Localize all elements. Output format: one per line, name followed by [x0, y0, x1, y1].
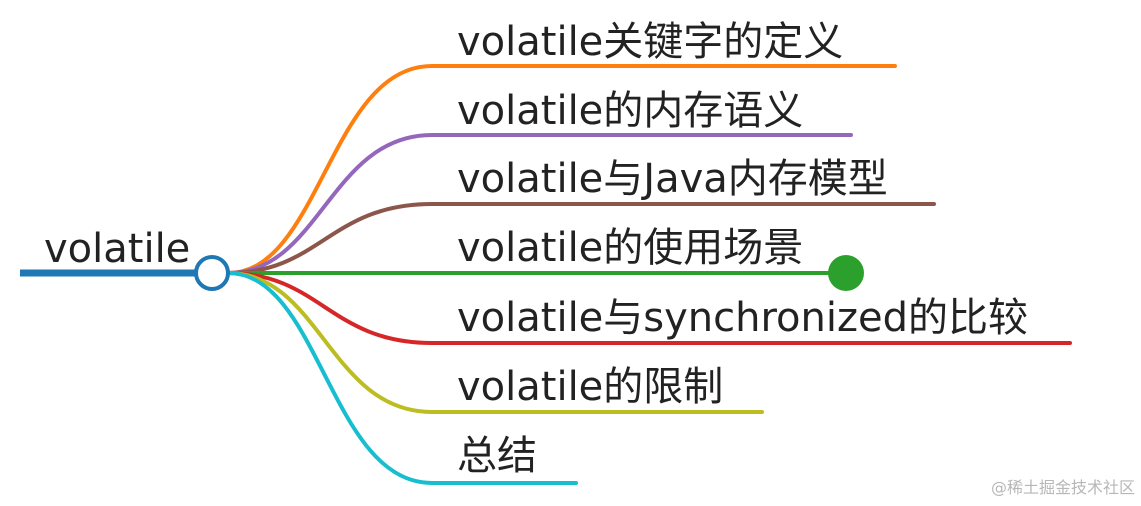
branch-label-limitations[interactable]: volatile的限制: [457, 364, 724, 410]
branch-line-definition: [226, 64, 897, 275]
branch-line-limitations: [226, 271, 764, 414]
branch-label-jmm[interactable]: volatile与Java内存模型: [457, 156, 888, 202]
branch-label-use-cases[interactable]: volatile的使用场景: [457, 225, 804, 271]
branch-label-memory-semantics[interactable]: volatile的内存语义: [457, 88, 804, 134]
branch-label-summary[interactable]: 总结: [457, 433, 537, 479]
branch-line-summary: [226, 271, 578, 485]
branch-line-vs-synchronized: [226, 271, 1072, 345]
branch-lines: [226, 64, 1072, 485]
branch-label-vs-synchronized[interactable]: volatile与synchronized的比较: [457, 295, 1028, 341]
branch-line-jmm: [226, 202, 936, 275]
watermark: @稀土掘金技术社区: [990, 478, 1135, 497]
root-node-circle[interactable]: [194, 255, 230, 291]
root-node-label[interactable]: volatile: [44, 226, 191, 272]
collapsed-node-indicator[interactable]: [828, 255, 864, 291]
branch-label-definition[interactable]: volatile关键字的定义: [457, 19, 844, 65]
branch-line-memory-semantics: [226, 133, 853, 275]
